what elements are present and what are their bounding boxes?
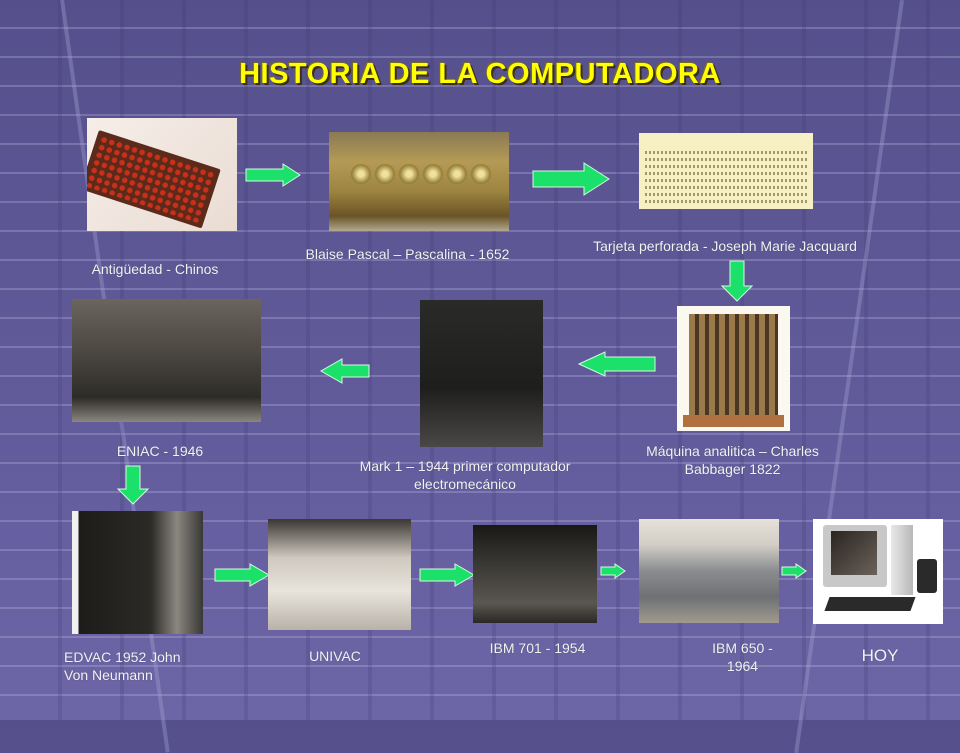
analytical-engine-label-line2: Babbager 1822 (684, 461, 781, 477)
ibm650-label-line2: 1964 (726, 658, 759, 674)
arrow-down-icon (721, 260, 753, 302)
abacus-label: Antigüedad - Chinos (91, 261, 219, 277)
arrow-right-icon (532, 162, 610, 196)
pascalina-photo (329, 132, 509, 231)
eniac-photo (72, 299, 261, 422)
eniac-label: ENIAC - 1946 (116, 443, 204, 459)
edvac-label-line2: Von Neumann (64, 667, 153, 683)
ibm650-photo (639, 519, 779, 623)
ibm650-label-line1: IBM 650 - (712, 640, 773, 656)
arrow-right-icon (245, 163, 301, 187)
arrow-left-icon (320, 358, 370, 384)
ibm701-photo (473, 525, 597, 623)
arrow-left-icon (578, 351, 656, 377)
arrow-down-icon (117, 465, 149, 505)
analytical-engine-photo (677, 306, 790, 431)
analytical-engine-label-line1: Máquina analitica – Charles (646, 443, 819, 459)
edvac-label-line1: EDVAC 1952 John (64, 649, 181, 665)
arrow-right-icon (419, 563, 475, 587)
arrow-right-icon (214, 563, 270, 587)
mark1-photo (420, 300, 543, 447)
modern-pc-photo (813, 519, 943, 624)
punch-card-label: Tarjeta perforada - Joseph Marie Jacquar… (593, 238, 857, 254)
ibm701-label: IBM 701 - 1954 (489, 640, 586, 656)
ibm650-label: IBM 650 - 1964 (690, 639, 795, 675)
mark1-label-line1: Mark 1 – 1944 primer computador (359, 458, 571, 474)
background-diagonal (794, 0, 904, 753)
mark1-label: Mark 1 – 1944 primer computador electrom… (330, 457, 600, 493)
edvac-photo (72, 511, 203, 634)
hoy-label: HOY (861, 646, 899, 665)
univac-label: UNIVAC (309, 648, 361, 664)
arrow-right-icon (781, 563, 807, 579)
analytical-engine-label: Máquina analitica – Charles Babbager 182… (620, 442, 845, 478)
univac-photo (268, 519, 411, 630)
arrow-right-icon (600, 563, 626, 579)
mark1-label-line2: electromecánico (414, 476, 516, 492)
punch-card-photo (639, 133, 813, 209)
abacus-photo (87, 118, 237, 231)
edvac-label: EDVAC 1952 John Von Neumann (64, 648, 224, 684)
slide-title: HISTORIA DE LA COMPUTADORA (239, 58, 721, 90)
pascalina-label: Blaise Pascal – Pascalina - 1652 (305, 246, 510, 262)
